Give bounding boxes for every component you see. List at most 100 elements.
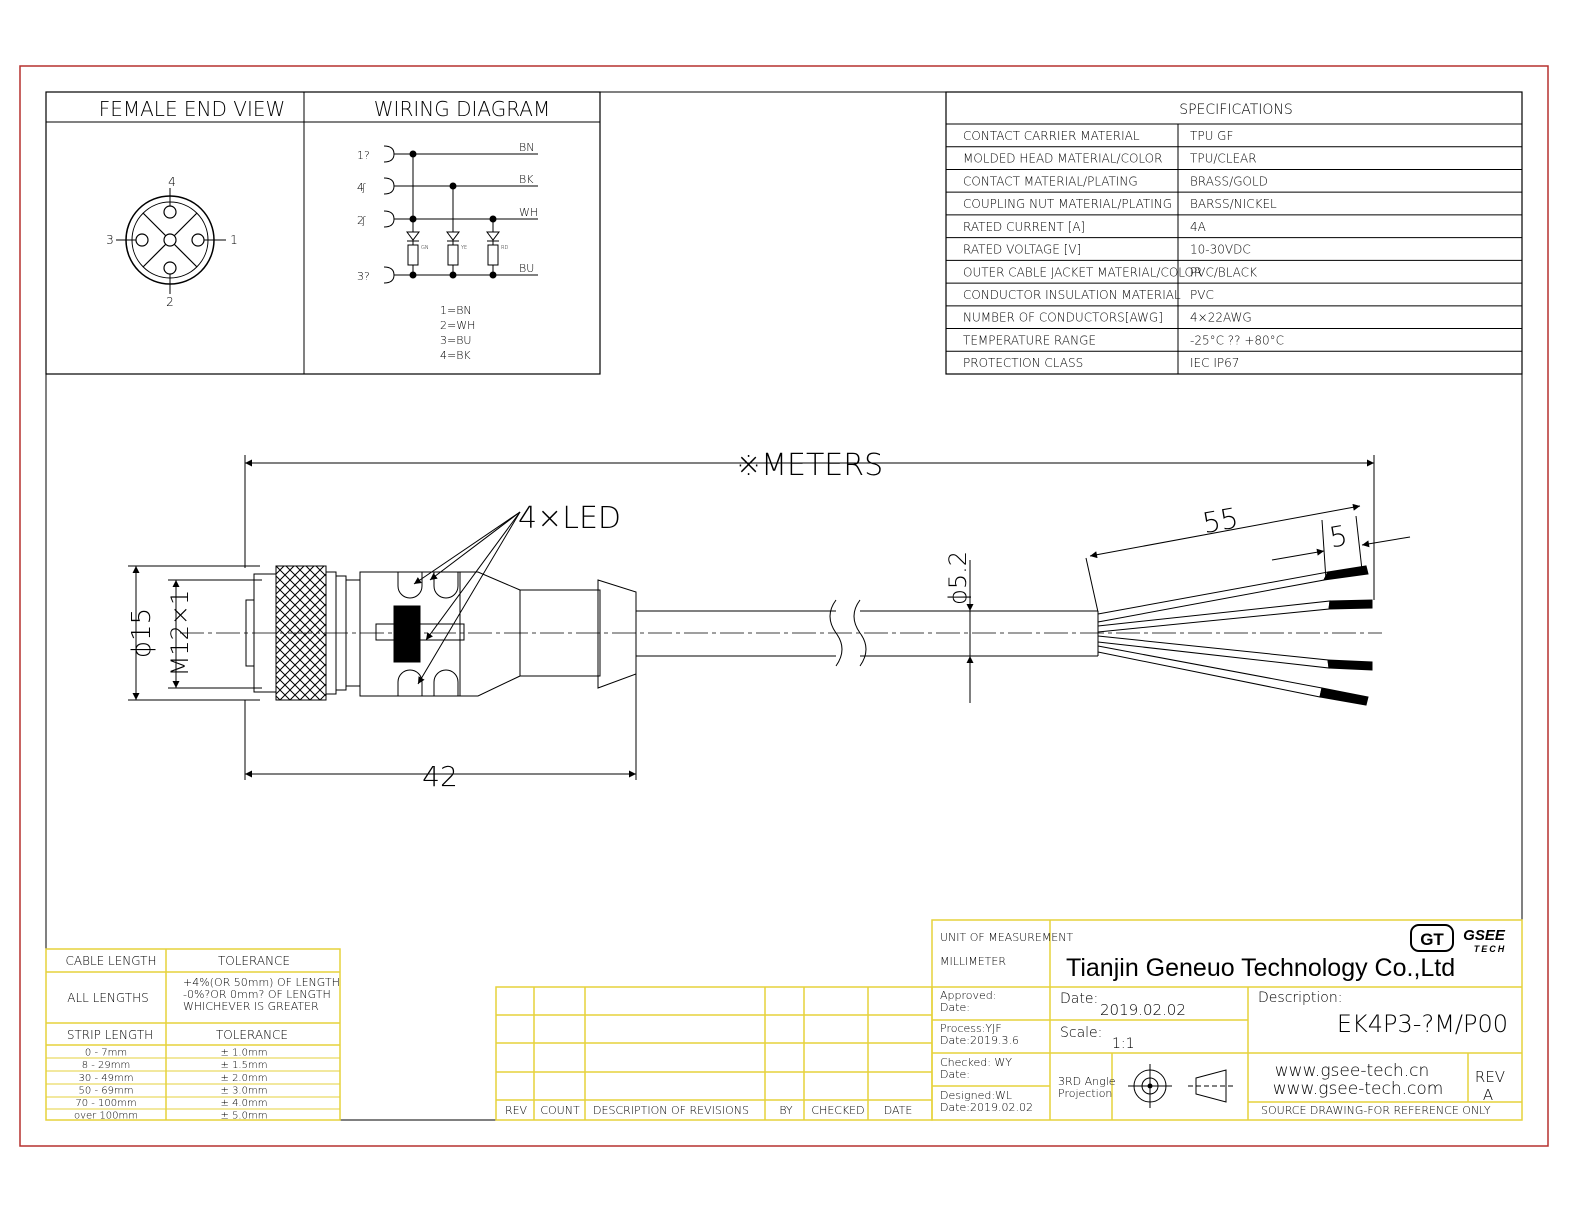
strip-length-header: STRIP LENGTH [67, 1028, 153, 1042]
process-label: Process:YJF [940, 1022, 1002, 1035]
all-lengths-line-1: +4%(OR 50mm) OF LENGTH [183, 976, 340, 989]
dim-length-42: 42 [422, 760, 458, 793]
svg-text:TECH: TECH [1474, 944, 1507, 954]
strip-tolerance: ± 1.0mm [221, 1048, 268, 1059]
date-value: 2019.02.02 [1100, 1001, 1186, 1019]
source-drawing-note: SOURCE DRAWING-FOR REFERENCE ONLY [1261, 1104, 1491, 1117]
all-lengths-line-3: WHICHEVER IS GREATER [183, 1000, 319, 1013]
wiring-pin-3: 3? [357, 270, 370, 283]
strip-range: 8 - 29mm [82, 1060, 131, 1071]
date-label: Date: [1060, 991, 1098, 1007]
svg-text:GSEE: GSEE [1463, 927, 1506, 944]
strip-tolerance-header: TOLERANCE [216, 1028, 288, 1042]
title-block: UNIT OF MEASUREMENT MILLIMETER Tianjin G… [940, 924, 1508, 1117]
designed-label: Designed:WL [940, 1089, 1012, 1102]
wire-label-bn: BN [519, 141, 534, 154]
scale-label: Scale: [1060, 1025, 1102, 1041]
spec-label: NUMBER OF CONDUCTORS[AWG] [963, 311, 1163, 325]
spec-label: OUTER CABLE JACKET MATERIAL/COLOR [963, 265, 1202, 279]
header-table: FEMALE END VIEW WIRING DIAGRAM [45, 91, 601, 375]
spec-value: 4A [1190, 220, 1206, 234]
specifications-title: SPECIFICATIONS [1179, 102, 1293, 118]
overall-length-label: ※METERS [736, 448, 883, 483]
svg-text:GT: GT [1420, 930, 1444, 949]
spec-value: TPU/CLEAR [1190, 152, 1257, 166]
checked-label: Checked: WY [940, 1056, 1012, 1069]
date-col-header: DATE [884, 1104, 913, 1117]
approved-date-label: Date: [940, 1001, 970, 1014]
dim-diameter-15: ϕ15 [127, 608, 157, 658]
wiring-legend-1: 1=BN [440, 304, 472, 317]
wiring-legend-3: 3=BU [440, 334, 471, 347]
title-block-lines [931, 919, 1523, 1121]
wiring-legend-2: 2=WH [440, 319, 475, 332]
tolerance-header: TOLERANCE [218, 954, 290, 968]
website-com: www.gsee-tech.com [1273, 1079, 1444, 1099]
by-col-header: BY [779, 1104, 793, 1117]
company-name: Tianjin Geneuo Technology Co.,Ltd [1066, 954, 1455, 982]
spec-label: TEMPERATURE RANGE [963, 333, 1096, 347]
strip-tolerance: ± 4.0mm [221, 1098, 268, 1109]
third-angle-projection-icon [1128, 1064, 1234, 1108]
strip-tolerance: ± 2.0mm [221, 1073, 268, 1084]
designed-date: Date:2019.02.02 [940, 1101, 1033, 1114]
strip-tolerance: ± 3.0mm [221, 1085, 268, 1096]
led-label-ye: YE [461, 245, 467, 251]
projection-label-2: Projection [1058, 1087, 1112, 1100]
revision-table [495, 986, 933, 1121]
count-col-header: COUNT [540, 1104, 580, 1117]
strip-range: over 100mm [74, 1111, 138, 1122]
scale-value: 1:1 [1112, 1036, 1135, 1052]
all-lengths-line-2: -0%?OR 0mm? OF LENGTH [183, 988, 331, 1001]
spec-label: MOLDED HEAD MATERIAL/COLOR [963, 152, 1162, 166]
pin-label-1: 1 [230, 233, 238, 247]
spec-value: PVC [1190, 288, 1214, 302]
strip-range: 0 - 7mm [85, 1048, 127, 1059]
connector-drawing [128, 455, 1411, 780]
svg-text:ʃ: ʃ [361, 181, 366, 194]
spec-value: BRASS/GOLD [1190, 174, 1268, 188]
description-value: EK4P3-?M/P00 [1337, 1010, 1508, 1038]
checked-date-label: Date: [940, 1068, 970, 1081]
all-lengths-label: ALL LENGTHS [67, 991, 148, 1005]
spec-label: COUPLING NUT MATERIAL/PLATING [963, 197, 1172, 211]
process-date: Date:2019.3.6 [940, 1034, 1019, 1047]
specifications-table: SPECIFICATIONS CONTACT CARRIER MATERIAL T… [945, 91, 1523, 375]
strip-range: 70 - 100mm [75, 1098, 136, 1109]
spec-value: TPU GF [1190, 129, 1233, 143]
wire-label-bu: BU [519, 262, 534, 275]
pin-label-4: 4 [168, 175, 176, 189]
led-callout-label: 4×LED [518, 501, 621, 536]
approved-label: Approved: [940, 989, 996, 1002]
sheet-border [19, 65, 1549, 1147]
strip-range: 50 - 69mm [79, 1085, 134, 1096]
spec-label: CONTACT CARRIER MATERIAL [963, 129, 1140, 143]
pin-label-2: 2 [166, 295, 174, 309]
wire-label-wh: WH [519, 206, 538, 219]
led-label-rd: RD [501, 245, 508, 251]
revision-headers: REV COUNT DESCRIPTION OF REVISIONS BY CH… [505, 1104, 912, 1117]
dim-cable-52: ϕ5.2 [944, 551, 972, 605]
description-col-header: DESCRIPTION OF REVISIONS [593, 1104, 749, 1117]
led-label-gn: GN [421, 245, 429, 251]
description-label: Description: [1258, 990, 1342, 1006]
wiring-pin-2: 2 [357, 214, 364, 227]
spec-label: RATED CURRENT [A] [963, 220, 1085, 234]
spec-value: IEC IP67 [1190, 356, 1239, 370]
strip-tolerance: ± 1.5mm [221, 1060, 268, 1071]
dimension-labels: ※METERS 4×LED 42 ϕ15 M12×1 ϕ5.2 55 5 [127, 448, 1350, 793]
spec-label: RATED VOLTAGE [V] [963, 243, 1081, 257]
rev-value: A [1483, 1086, 1493, 1104]
dim-thread-m12: M12×1 [166, 590, 194, 677]
wiring-diagram [383, 145, 538, 284]
gsee-tech-logo: GT GSEE TECH [1410, 924, 1507, 954]
pin-label-3: 3 [106, 233, 114, 247]
projection-label-1: 3RD Angle [1058, 1075, 1116, 1088]
strip-tolerance: ± 5.0mm [221, 1111, 268, 1122]
svg-text:ʃ: ʃ [361, 214, 366, 227]
cable-length-header: CABLE LENGTH [66, 954, 157, 968]
female-end-view-title: FEMALE END VIEW [99, 97, 286, 121]
dim-strip-5: 5 [1327, 519, 1350, 555]
wiring-legend-4: 4=BK [440, 349, 471, 362]
dim-strip-55: 55 [1200, 501, 1241, 540]
